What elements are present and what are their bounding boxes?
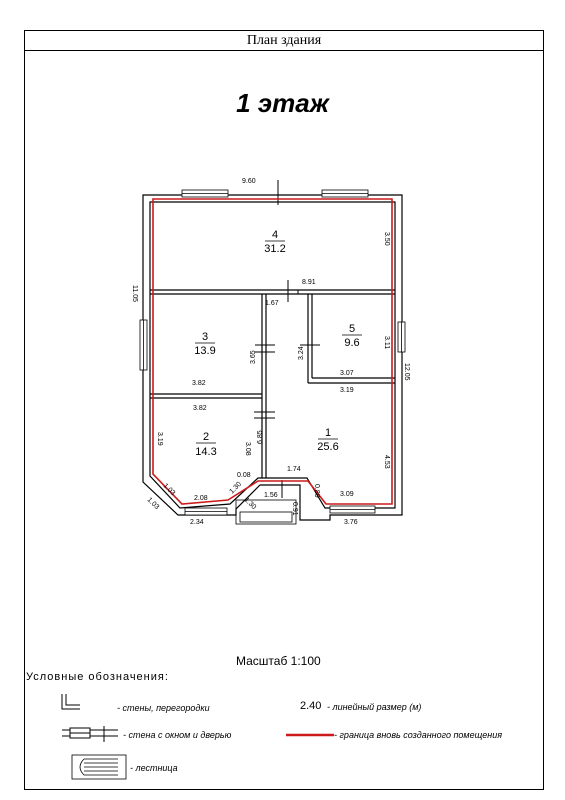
legend-stairs-symbol xyxy=(71,754,127,780)
dim-3-24: 3.24 xyxy=(298,346,305,360)
interior-walls xyxy=(150,289,395,478)
dim-0-91: 0.91 xyxy=(291,502,298,516)
room-2-area: 14.3 xyxy=(195,446,216,458)
outer-walls xyxy=(142,194,403,521)
legend-window-door-symbol xyxy=(62,726,118,742)
dim-3-82-b: 3.82 xyxy=(193,405,207,412)
document-frame: План здания xyxy=(24,30,544,790)
room-labels: 4 31.2 3 13.9 5 9.6 2 14.3 1 25.6 xyxy=(194,229,362,458)
dim-1-56: 1.56 xyxy=(264,492,278,499)
room-5-number: 5 xyxy=(349,323,355,335)
dim-1-30-b: 1.30 xyxy=(243,496,258,511)
dim-2-34: 2.34 xyxy=(190,519,204,526)
dim-3-09: 3.09 xyxy=(340,491,354,498)
dim-2-08: 2.08 xyxy=(194,495,208,502)
room-1-number: 1 xyxy=(325,427,331,439)
entrance-stairs xyxy=(235,499,297,525)
dim-3-19-a: 3.19 xyxy=(340,387,354,394)
legend-window-door-label: - стена с окном и дверью xyxy=(123,730,232,740)
dim-0-89: 0.89 xyxy=(313,484,320,498)
legend-walls-label: - стены, перегородки xyxy=(117,703,210,713)
dim-3-82-a: 3.82 xyxy=(192,380,206,387)
dim-1-03-b: 1.03 xyxy=(146,496,161,511)
dim-3-19-b: 3.19 xyxy=(156,432,163,446)
dim-3-65: 3.65 xyxy=(250,350,257,364)
dim-12-05: 12.05 xyxy=(403,363,410,381)
legend-title: Условные обозначения: xyxy=(26,671,169,683)
room-3-area: 13.9 xyxy=(194,345,215,357)
page-title: План здания xyxy=(25,31,543,51)
dim-1-67: 1.67 xyxy=(265,300,279,307)
dim-11-05: 11.05 xyxy=(131,285,138,302)
legend-wall-symbol xyxy=(61,694,80,710)
dim-3-08: 3.08 xyxy=(244,442,251,456)
scale-label: Масштаб 1:100 xyxy=(236,654,321,668)
room-4-number: 4 xyxy=(272,229,278,241)
legend-dimension-label: - линейный размер (м) xyxy=(327,702,422,712)
floor-title: 1 этаж xyxy=(236,88,329,118)
room-1-area: 25.6 xyxy=(317,441,338,453)
dim-3-07: 3.07 xyxy=(340,370,354,377)
dim-4-53: 4.53 xyxy=(383,455,390,469)
room-5-area: 9.6 xyxy=(344,337,359,349)
dim-0-08: 0.08 xyxy=(237,472,251,479)
legend-dimension-sample: 2.40 xyxy=(300,700,322,712)
dim-8-91: 8.91 xyxy=(302,279,316,286)
dim-1-74: 1.74 xyxy=(287,466,301,473)
door-marks xyxy=(254,180,320,498)
window-marks xyxy=(139,189,406,516)
dim-6-85: 6.85 xyxy=(257,430,264,444)
legend-boundary-label: - граница вновь созданного помещения xyxy=(334,730,503,740)
dim-3-50: 3.50 xyxy=(383,232,390,246)
legend-stairs-label: - лестница xyxy=(130,763,178,773)
dim-3-76: 3.76 xyxy=(344,519,358,526)
room-3-number: 3 xyxy=(202,331,208,343)
room-2-number: 2 xyxy=(203,431,209,443)
dim-9-60: 9.60 xyxy=(242,178,256,185)
dim-3-11: 3.11 xyxy=(383,336,390,349)
boundary-line xyxy=(152,198,393,505)
room-4-area: 31.2 xyxy=(264,243,285,255)
